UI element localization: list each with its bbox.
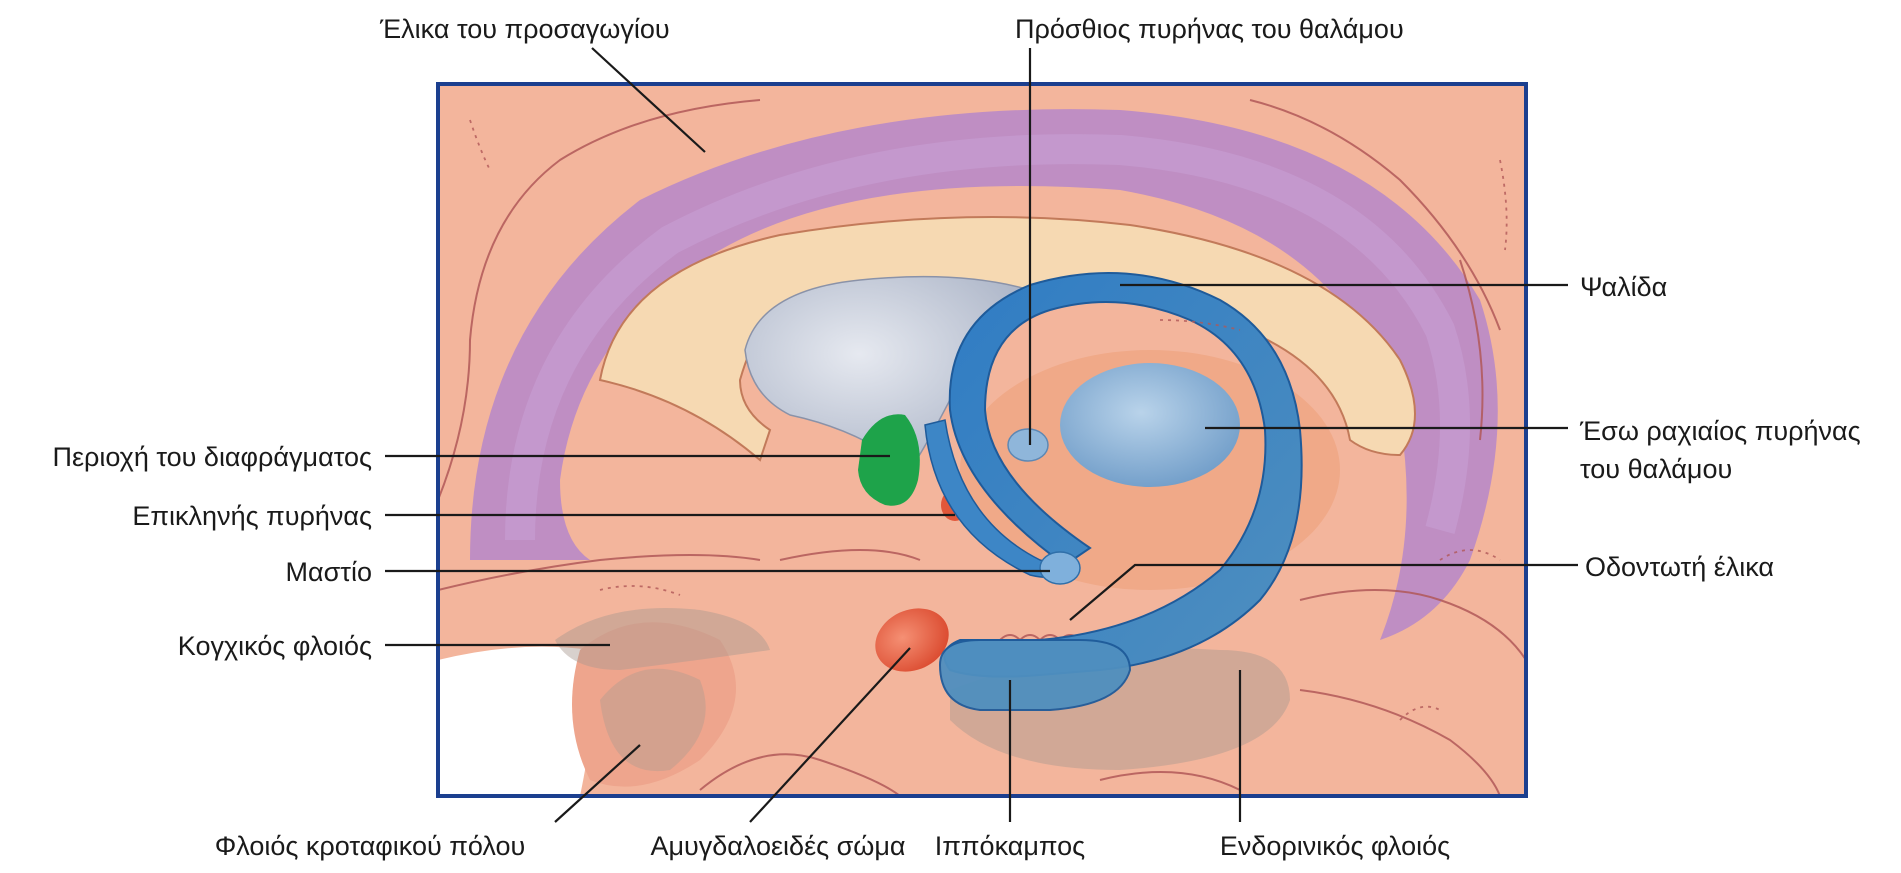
mammillary-body [1040,552,1080,584]
label-anterior-thalamic-nucleus: Πρόσθιος πυρήνας του θαλάμου [1015,14,1404,44]
label-mammillary-body: Μαστίο [286,557,372,587]
label-dentate-gyrus: Οδοντωτή έλικα [1585,552,1774,582]
label-piriform-cortex: Κογχικός φλοιός [178,631,372,661]
label-fornix: Ψαλίδα [1580,272,1667,302]
label-entorhinal-cortex: Ενδορινικός φλοιός [1220,831,1450,861]
mediodorsal-thalamic-nucleus [1060,363,1240,487]
label-mediodorsal-nucleus-line2: του θαλάμου [1580,454,1732,484]
label-temporal-pole-cortex: Φλοιός κροταφικού πόλου [215,831,526,861]
label-hippocampus: Ιππόκαμπος [935,831,1085,861]
label-mediodorsal-nucleus-line1: Έσω ραχιαίος πυρήνας [1579,416,1861,446]
label-septal-area: Περιοχή του διαφράγματος [52,442,372,472]
white-lower-left-region [438,647,593,796]
brain-illustration [438,84,1526,796]
label-amygdala: Αμυγδαλοειδές σώμα [650,831,905,861]
hippocampus-tail [940,640,1130,710]
anterior-thalamic-nucleus [1008,429,1048,461]
label-habenular-nucleus: Επικληνής πυρήνας [132,501,372,531]
label-cingulate-gyrus: Έλικα του προσαγωγίου [379,14,670,44]
